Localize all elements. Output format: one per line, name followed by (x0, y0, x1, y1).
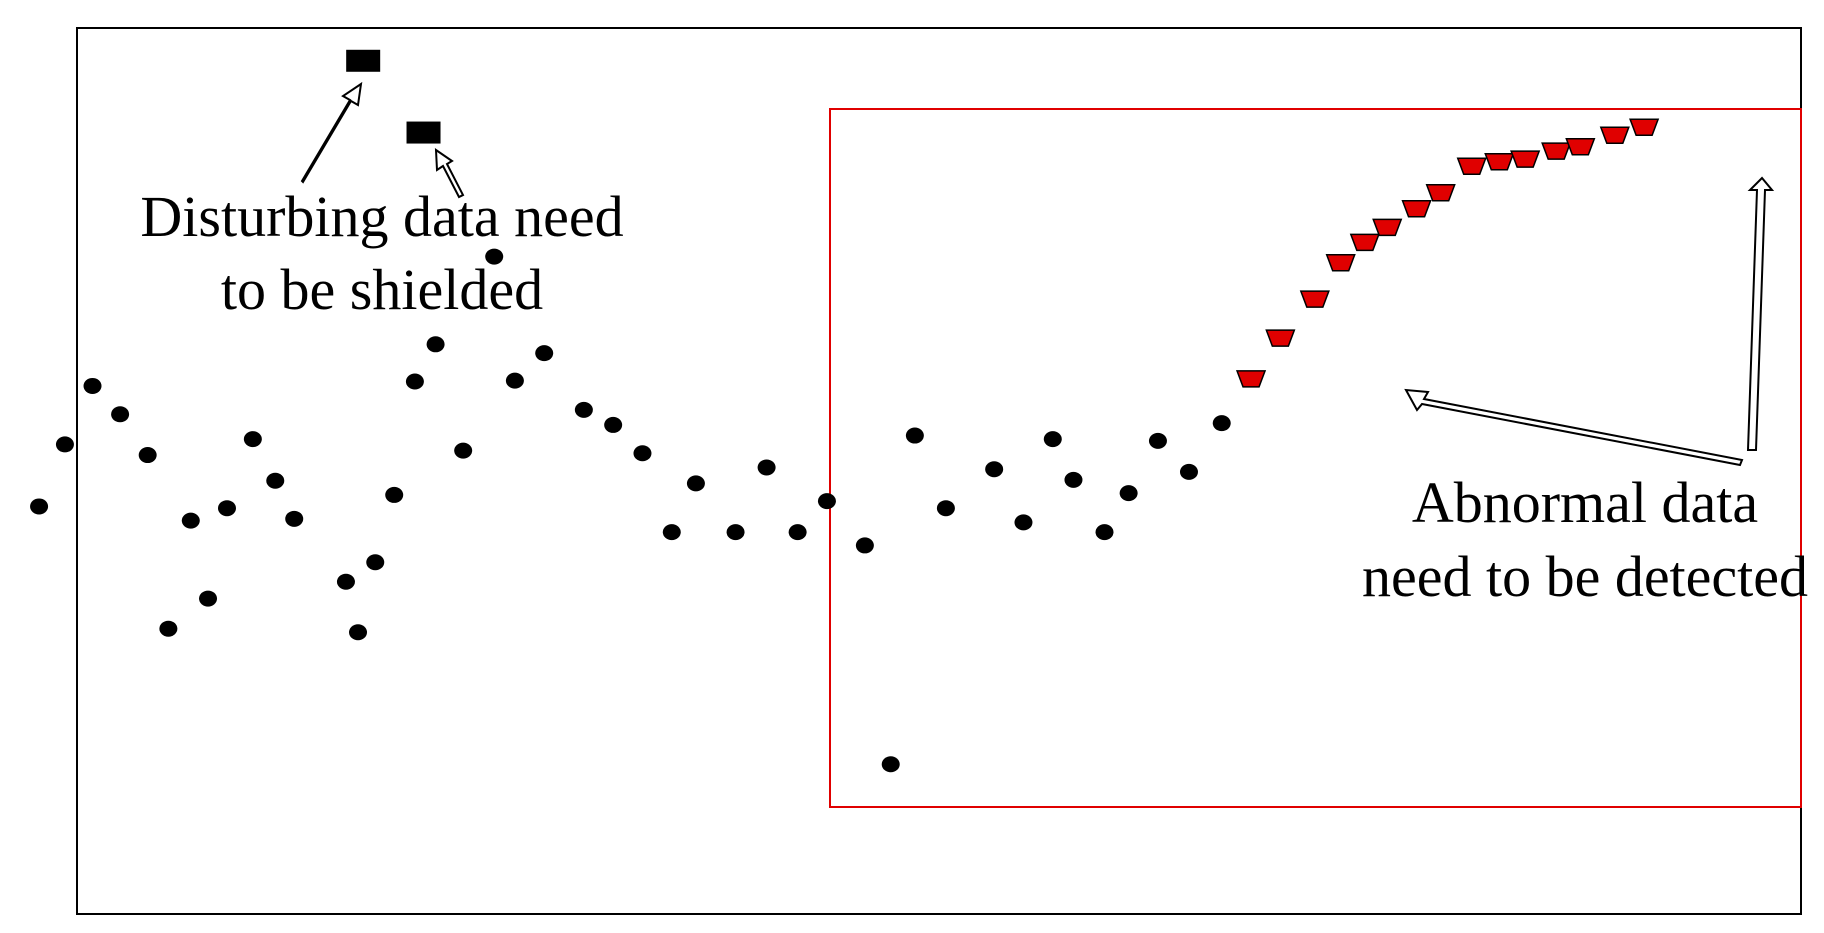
abnormal-point (1565, 137, 1596, 156)
abnormal-point (1299, 290, 1330, 308)
abnormal-point (1510, 150, 1541, 168)
normal-point (454, 442, 473, 459)
normal-point (1212, 415, 1231, 432)
normal-point (855, 537, 874, 554)
detection-region (829, 108, 1802, 808)
normal-point (757, 459, 776, 476)
normal-point (574, 401, 593, 418)
normal-point (662, 524, 681, 541)
normal-point (111, 406, 130, 423)
normal-point (686, 475, 705, 492)
points-layer (30, 49, 1660, 773)
disturbing-point (406, 121, 441, 144)
normal-point (1095, 524, 1114, 541)
abnormal-point (1372, 218, 1403, 237)
abnormal-point (1484, 153, 1515, 171)
arrow-to-abnormal-end (1746, 176, 1775, 451)
normal-point (83, 377, 102, 394)
abnormal-point (1265, 329, 1296, 347)
normal-point (817, 493, 836, 510)
normal-point (366, 554, 385, 571)
disturbing-annotation-line-2: to be shielded (221, 257, 543, 322)
normal-point (604, 416, 623, 433)
arrow-to-abnormal-start (1404, 388, 1744, 467)
abnormal-arrows (1404, 176, 1775, 467)
normal-point (349, 624, 368, 641)
abnormal-point (1325, 254, 1356, 272)
normal-point (385, 486, 404, 503)
normal-point (426, 336, 445, 353)
abnormal-point (1456, 157, 1487, 175)
normal-point (1119, 485, 1138, 502)
normal-point (55, 436, 74, 453)
normal-point (1148, 432, 1167, 449)
normal-point (336, 573, 355, 590)
normal-point (726, 524, 745, 541)
normal-point (505, 372, 524, 389)
normal-point (1014, 514, 1033, 531)
normal-point (1064, 471, 1083, 488)
normal-point (285, 510, 304, 527)
disturbing-annotation-line-1: Disturbing data need (140, 184, 623, 249)
normal-point (1043, 431, 1062, 448)
normal-point (905, 427, 924, 444)
abnormal-point (1349, 233, 1380, 252)
normal-point (485, 248, 504, 265)
normal-point (181, 512, 200, 529)
abnormal-point (1425, 184, 1456, 202)
normal-point (30, 498, 49, 515)
normal-point (881, 756, 900, 773)
normal-point (535, 345, 554, 362)
normal-point (405, 373, 424, 390)
normal-point (217, 500, 236, 517)
abnormal-point (1599, 126, 1630, 144)
normal-point (138, 447, 157, 464)
abnormal-point (1401, 199, 1432, 218)
arrow-to-disturbing-1 (300, 81, 363, 184)
disturbing-point (346, 49, 381, 72)
abnormal-point (1629, 118, 1660, 136)
abnormal-point (1235, 370, 1267, 388)
normal-point (1179, 463, 1198, 480)
abnormal-annotation-line-1: Abnormal data (1412, 470, 1758, 535)
normal-point (243, 431, 262, 448)
abnormal-point (1541, 142, 1572, 160)
normal-point (788, 524, 807, 541)
normal-point (266, 472, 285, 489)
normal-point (936, 500, 955, 517)
normal-point (159, 620, 178, 637)
normal-point (633, 445, 652, 462)
disturbing-arrows (300, 81, 465, 199)
arrow-to-disturbing-2 (434, 148, 465, 199)
normal-point (985, 461, 1004, 478)
abnormal-annotation-line-2: need to be detected (1362, 544, 1808, 609)
normal-point (199, 590, 218, 607)
